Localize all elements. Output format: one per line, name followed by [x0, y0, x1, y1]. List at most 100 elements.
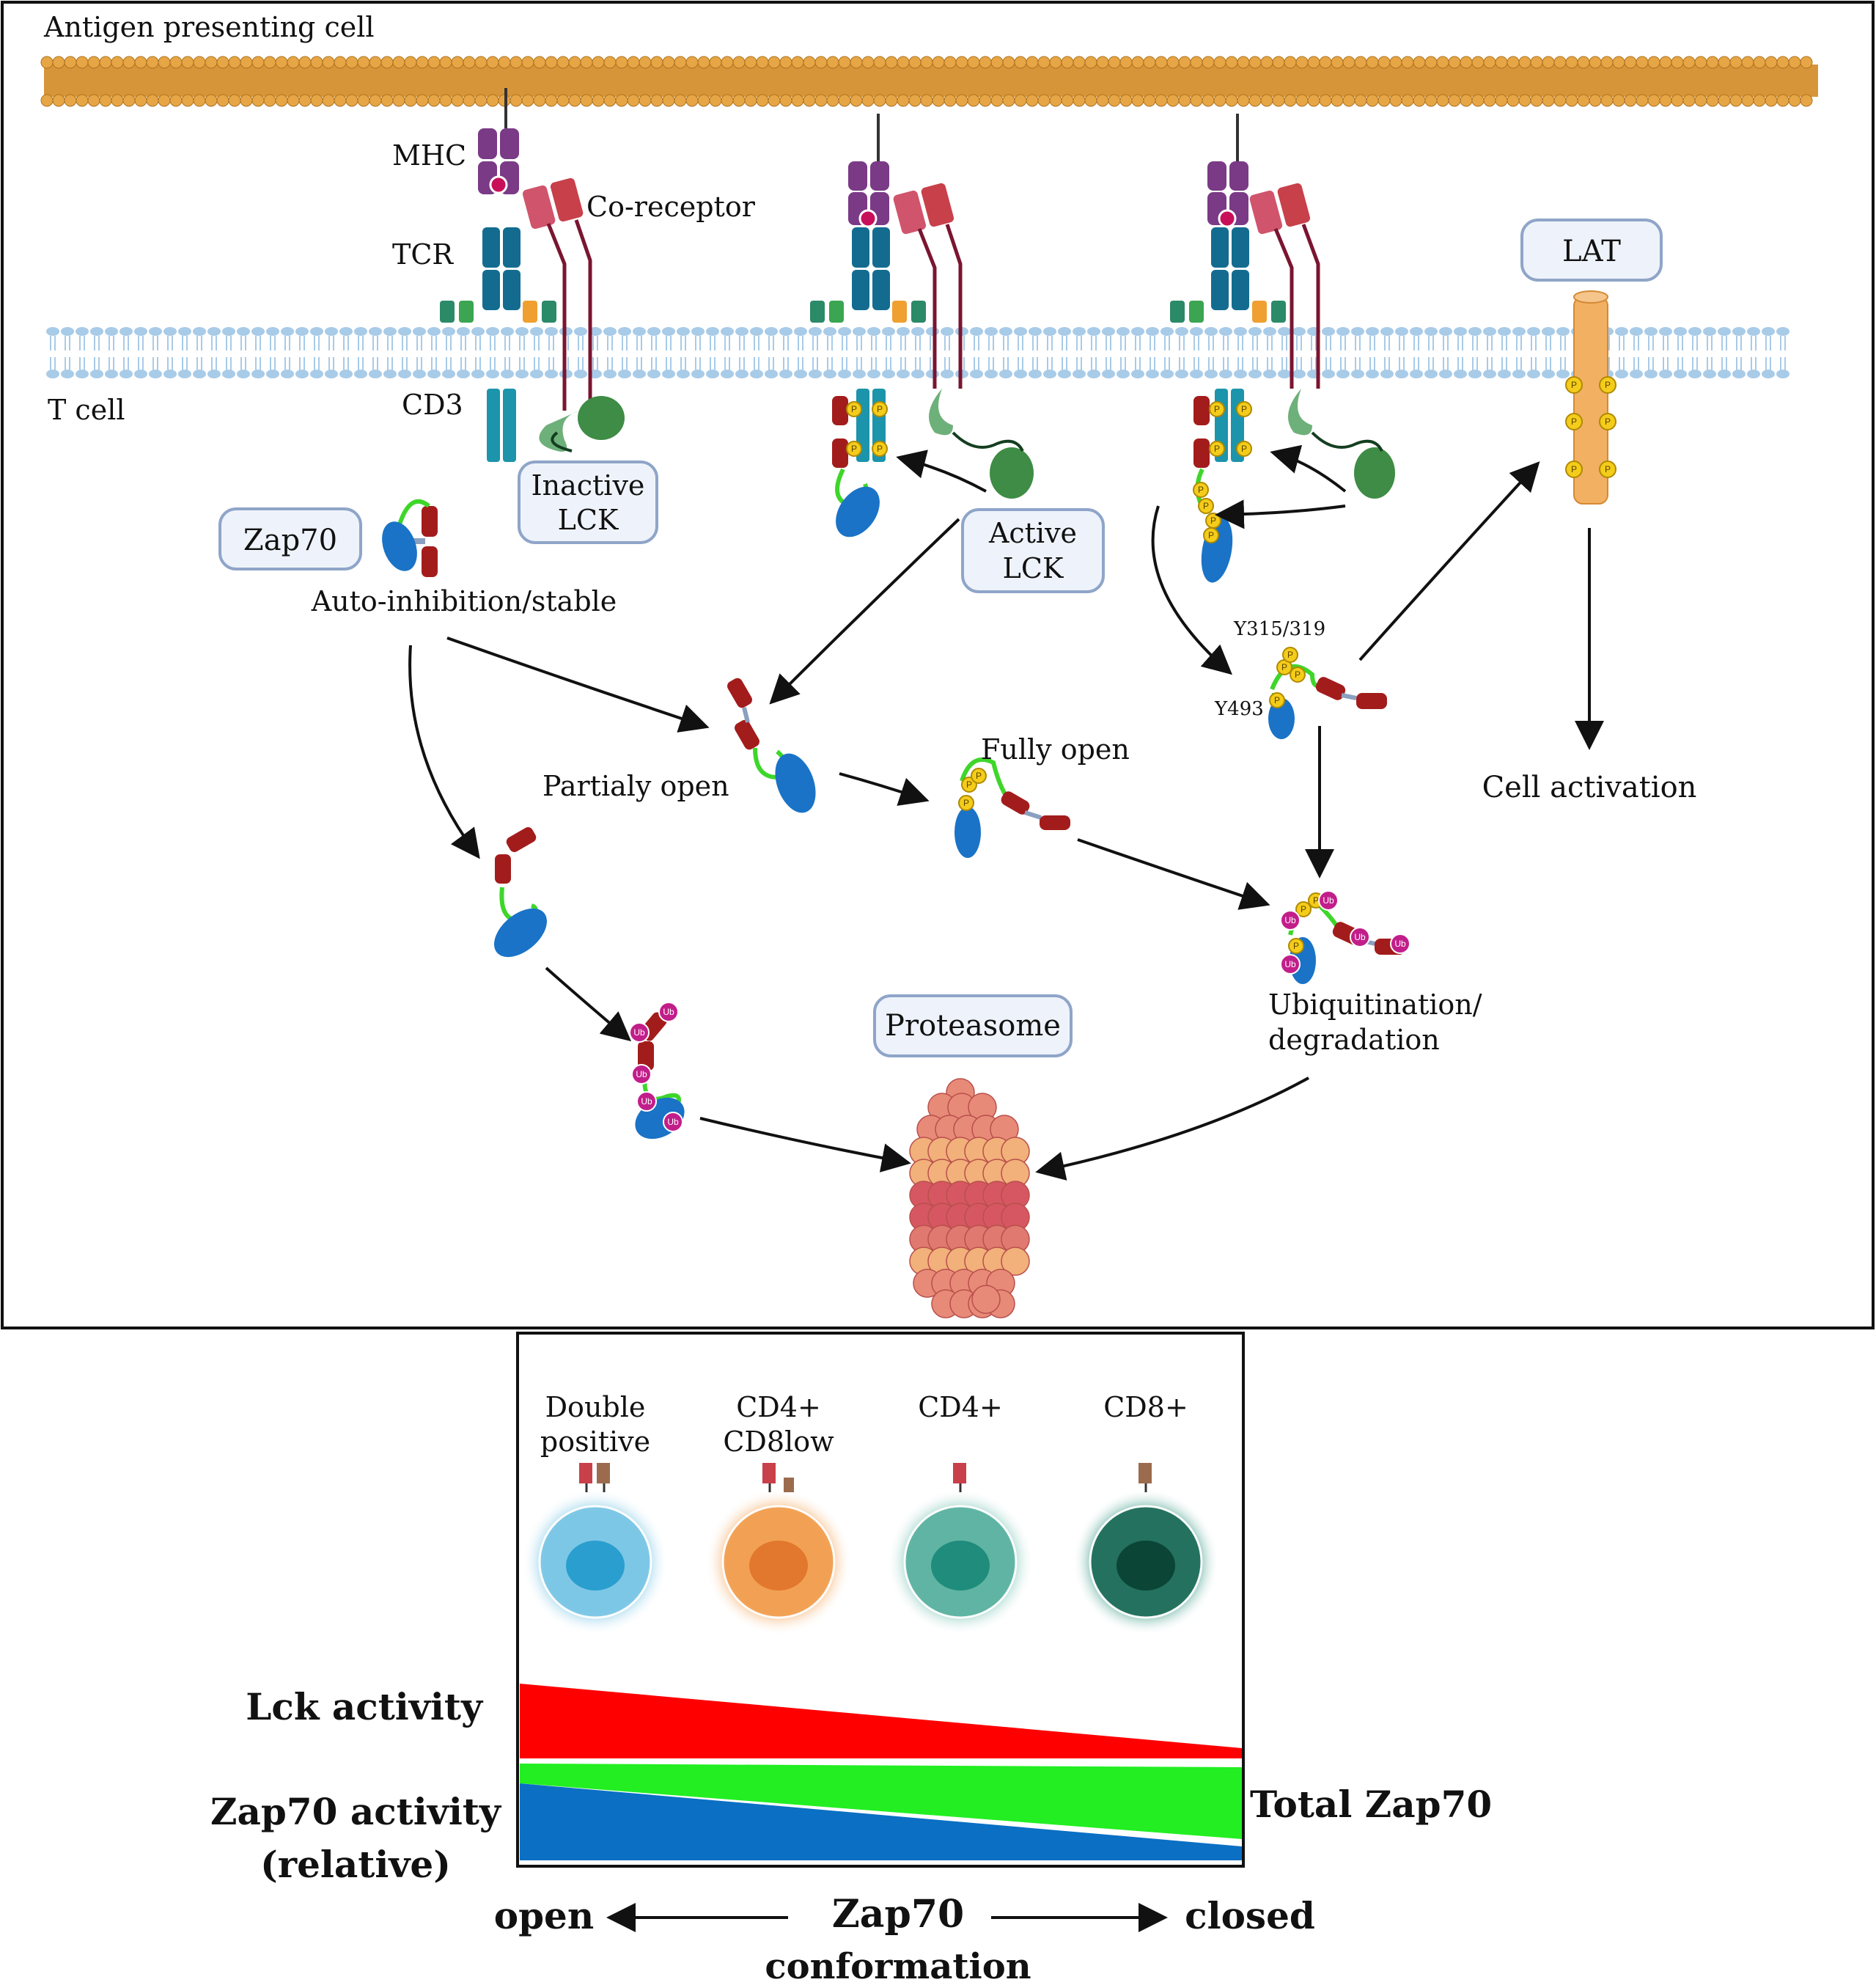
autoinhibition-label: Auto-inhibition/stable	[311, 585, 617, 617]
proteasome-box: Proteasome	[873, 994, 1073, 1057]
svg-text:P: P	[877, 444, 883, 454]
zap70-fully-open: PPP	[954, 757, 1070, 858]
svg-text:P: P	[1605, 380, 1611, 390]
cell-type-label: Double	[545, 1391, 646, 1423]
cell-type-label: CD8+	[1103, 1391, 1188, 1423]
proteasome-label: Proteasome	[885, 1009, 1061, 1043]
apc-membrane	[40, 56, 1818, 107]
lat-label: LAT	[1562, 235, 1621, 268]
svg-text:Ub: Ub	[667, 1117, 679, 1127]
top-panel-border	[1, 1, 1875, 1329]
total-zap70-bar	[520, 1764, 1242, 1839]
cell-type-3: CD4+	[887, 1391, 1034, 1635]
svg-text:Ub: Ub	[1284, 915, 1296, 925]
ubiquitination-line2: degradation	[1268, 1024, 1440, 1056]
svg-text:P: P	[851, 444, 857, 454]
svg-text:P: P	[1295, 669, 1301, 680]
inactive-lck-box: Inactive LCK	[518, 461, 658, 544]
svg-text:Ub: Ub	[1354, 932, 1366, 942]
zap70-partially-open-left	[494, 827, 547, 958]
svg-text:P: P	[1571, 380, 1577, 390]
zap70-autoinhibited	[382, 499, 438, 577]
zap70-activity-bar	[520, 1783, 1242, 1860]
cell-type-label: CD4+	[918, 1391, 1003, 1423]
svg-text:Ub: Ub	[1284, 959, 1296, 969]
svg-text:P: P	[966, 779, 972, 790]
lck-activity-label: Lck activity	[246, 1685, 484, 1728]
axis-title-line1: Zap70	[832, 1892, 964, 1937]
svg-text:P: P	[963, 798, 969, 808]
svg-text:P: P	[1203, 501, 1209, 511]
svg-text:P: P	[976, 771, 982, 781]
total-zap70-label: Total Zap70	[1250, 1783, 1492, 1826]
zap70-label: Zap70	[243, 524, 337, 557]
svg-text:Ub: Ub	[663, 1007, 674, 1017]
cell-type-label: CD8low	[723, 1426, 834, 1458]
active-lck-line1: Active	[988, 517, 1077, 549]
svg-text:P: P	[1214, 444, 1220, 454]
y315-label: Y315/319	[1233, 618, 1325, 640]
coreceptor-label: Co-receptor	[586, 191, 756, 223]
lat-box: LAT	[1520, 219, 1663, 282]
axis-title-line2: conformation	[765, 1946, 1031, 1985]
inactive-lck-line2: LCK	[558, 504, 619, 536]
cell-activation-label: Cell activation	[1482, 771, 1697, 804]
svg-text:P: P	[1313, 895, 1319, 906]
svg-text:P: P	[1210, 515, 1216, 526]
svg-text:P: P	[1287, 650, 1293, 660]
fully-open-label: Fully open	[981, 733, 1130, 766]
cell-type-2: CD4+CD8low	[705, 1391, 852, 1635]
active-lck-line2: LCK	[1003, 552, 1064, 584]
svg-text:Ub: Ub	[633, 1027, 645, 1038]
svg-text:P: P	[1198, 485, 1204, 495]
svg-text:P: P	[851, 404, 857, 414]
cell-type-label: CD4+	[736, 1391, 821, 1423]
svg-text:Ub: Ub	[641, 1096, 652, 1107]
svg-text:P: P	[1241, 444, 1247, 454]
axis-closed-label: closed	[1185, 1894, 1315, 1937]
zap70-activity-label-line2: (relative)	[260, 1843, 451, 1886]
apc-label: Antigen presenting cell	[43, 11, 375, 43]
tcell-label: T cell	[48, 394, 125, 426]
svg-text:Ub: Ub	[1323, 895, 1334, 906]
svg-text:P: P	[1605, 417, 1611, 427]
svg-text:P: P	[1301, 904, 1306, 914]
proteasome-complex	[909, 1078, 1030, 1318]
zap70-partially-open	[727, 678, 816, 813]
cd3-label: CD3	[402, 389, 463, 421]
lat-protein: P P P P P P	[1565, 290, 1616, 504]
partially-open-label: Partialy open	[542, 770, 729, 802]
zap70-box: Zap70	[218, 507, 362, 570]
cell-type-label: positive	[540, 1426, 650, 1458]
svg-text:P: P	[1571, 464, 1577, 474]
tcell-membrane	[46, 327, 1789, 378]
svg-text:P: P	[1214, 404, 1220, 414]
y493-label: Y493	[1214, 698, 1264, 720]
receptor-complex-active: P P P P	[810, 114, 1034, 537]
svg-text:P: P	[1571, 417, 1577, 427]
svg-text:Ub: Ub	[1394, 939, 1406, 949]
svg-text:P: P	[1281, 662, 1287, 672]
svg-text:P: P	[877, 404, 883, 414]
ubiquitination-line1: Ubiquitination/	[1268, 988, 1482, 1021]
svg-text:Ub: Ub	[636, 1069, 647, 1079]
cell-type-4: CD8+	[1073, 1391, 1219, 1635]
svg-text:P: P	[1241, 404, 1247, 414]
pathway-arrows	[408, 444, 1604, 1181]
mhc-label: MHC	[392, 139, 466, 172]
svg-text:P: P	[1274, 695, 1280, 705]
svg-text:P: P	[1605, 464, 1611, 474]
axis-open-label: open	[494, 1894, 594, 1937]
lck-activity-bar	[520, 1684, 1242, 1758]
svg-text:P: P	[1293, 941, 1299, 951]
tcr-label: TCR	[392, 238, 454, 271]
inactive-lck-line1: Inactive	[531, 469, 645, 502]
zap70-ubiquitinated-open: PPPPUbUbUbUbUb	[1280, 890, 1410, 984]
svg-text:P: P	[1208, 530, 1214, 540]
